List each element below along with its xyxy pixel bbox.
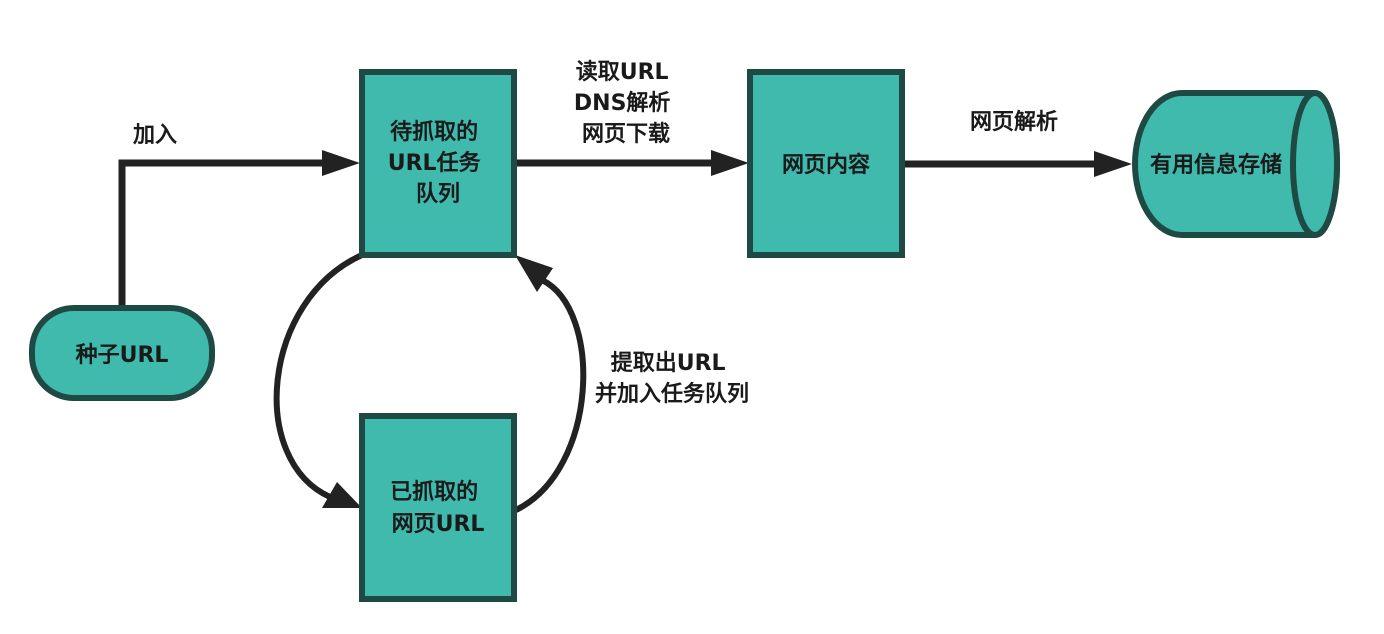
node-content: 网页内容 [747,69,905,258]
edge-fetch: 读取URL DNS解析 网页下载 [514,60,749,176]
node-crawled-label-line: 网页URL [392,512,485,537]
edge-parse-label: 网页解析 [970,109,1058,135]
edge-extract-label-line: 提取出URL [611,350,726,376]
edge-queue-to-crawled-line [273,252,364,500]
edge-fetch-label-line: DNS解析 [574,90,671,116]
node-storage-label: 有用信息存储 [1150,152,1282,178]
node-queue-label-line: URL任务 [388,150,482,176]
node-crawled-label-line: 已抓取的 [390,479,478,505]
node-storage-end-cap [1290,90,1340,238]
edge-fetch-label-line: 网页下载 [582,121,670,147]
node-queue-label-line: 队列 [416,182,460,207]
edge-extract-label-line: 并加入任务队列 [595,381,749,407]
node-seed-shape [29,305,215,401]
edge-extract-label: 提取出URL 并加入任务队列 [595,350,749,407]
node-content-shape [747,69,905,258]
edge-fetch-label: 读取URL DNS解析 网页下载 [574,60,678,147]
edge-extract: 提取出URL 并加入任务队列 [514,255,749,513]
edge-add-arrowhead [322,150,360,176]
node-crawled-shape [359,413,517,602]
edge-parse-arrowhead [1094,151,1132,177]
node-seed-label: 种子URL [76,343,169,368]
node-queue: 待抓取的 URL任务 队列 [359,69,517,258]
edge-parse: 网页解析 [903,109,1132,177]
node-queue-shape [359,69,517,258]
edge-fetch-arrowhead [711,150,749,176]
node-crawled: 已抓取的 网页URL [359,413,517,602]
edge-queue-to-crawled [273,252,364,508]
node-seed: 种子URL [29,305,215,401]
edge-fetch-label-line: 读取URL [576,60,669,85]
node-crawled-label: 已抓取的 网页URL [390,479,486,537]
edge-add-line [118,159,330,305]
edge-extract-arrowhead [515,255,553,292]
edge-extract-line [514,277,587,513]
edge-add-label: 加入 [132,123,177,148]
node-storage: 有用信息存储 [1132,90,1340,238]
edge-add: 加入 [118,123,360,305]
node-queue-label-line: 待抓取的 [390,119,478,145]
node-content-label: 网页内容 [782,152,870,178]
node-queue-label: 待抓取的 URL任务 队列 [388,119,489,207]
edge-queue-to-crawled-arrowhead [322,482,362,508]
